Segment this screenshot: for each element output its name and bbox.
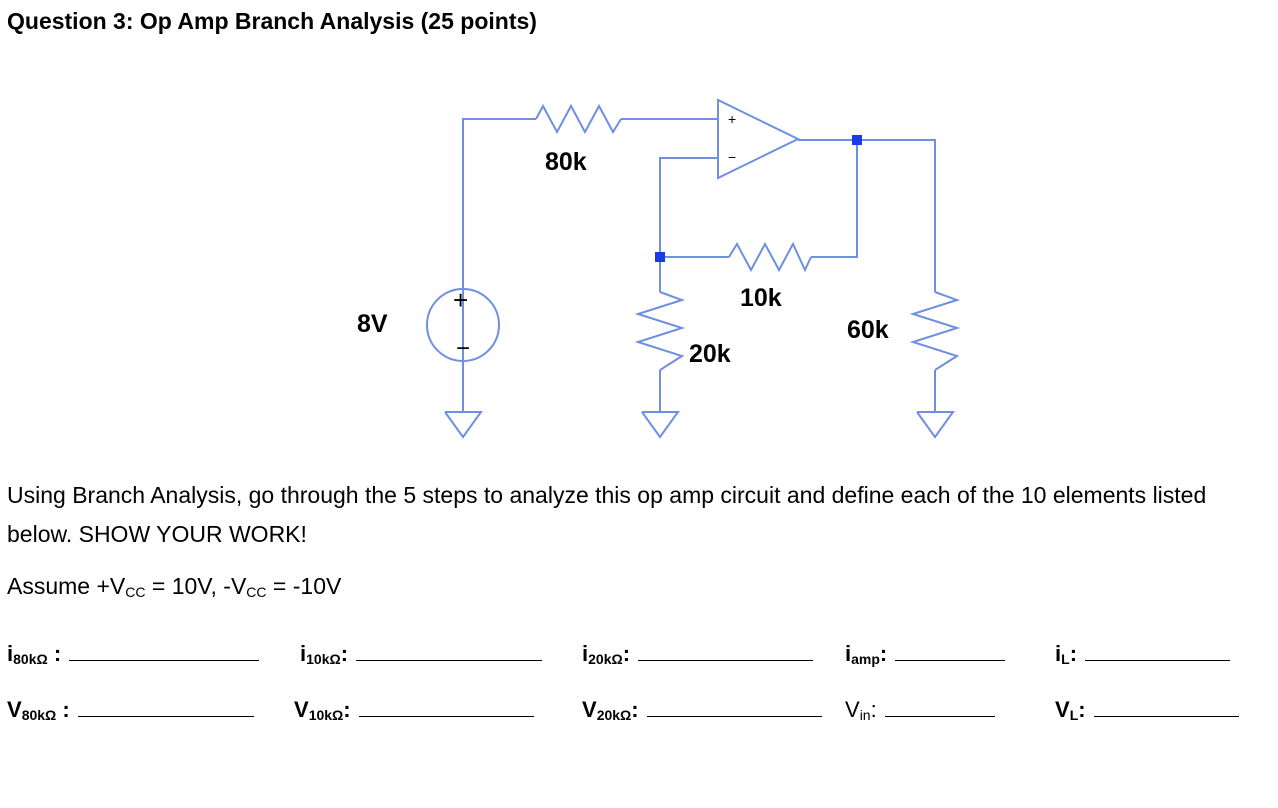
instructions-text: Using Branch Analysis, go through the 5 … (7, 482, 1207, 547)
resistor-60k (909, 291, 961, 371)
wire-output-to-r10 (811, 140, 858, 258)
answer-blank[interactable] (69, 640, 260, 661)
answer-blank[interactable] (638, 640, 814, 661)
current-80k-field: i80kΩ : (7, 640, 260, 667)
node-output (852, 135, 862, 145)
current-load-field: iL: (1055, 640, 1231, 667)
currents-row: i80kΩ : i10kΩ: i20kΩ: iamp: iL: (0, 640, 1278, 674)
wire-source-to-r80 (462, 118, 536, 358)
voltage-20k-field: V20kΩ: (582, 696, 822, 723)
answer-blank[interactable] (356, 640, 543, 661)
voltages-row: V80kΩ : V10kΩ: V20kΩ: Vin: VL: (0, 696, 1278, 730)
voltage-in-field: Vin: (845, 696, 995, 723)
voltage-10k-field: V10kΩ: (294, 696, 534, 723)
resistor-10k (728, 241, 812, 273)
op-amp-minus-sign: − (728, 149, 736, 165)
ground-icon (641, 411, 680, 439)
answer-blank[interactable] (77, 696, 254, 717)
answer-blank[interactable] (646, 696, 822, 717)
label-8v: 8V (357, 310, 388, 338)
answer-blank[interactable] (895, 640, 1006, 661)
ground-icon (444, 411, 483, 439)
source-minus-sign: − (456, 335, 470, 362)
label-60k: 60k (847, 316, 889, 344)
wire-output-to-r60 (798, 139, 936, 292)
ground-icon (916, 411, 955, 439)
current-amp-field: iamp: (845, 640, 1006, 667)
answer-blank[interactable] (1093, 696, 1239, 717)
label-80k: 80k (545, 148, 587, 176)
source-plus-sign: + (453, 285, 468, 315)
answer-blank[interactable] (358, 696, 534, 717)
assumption-text: Assume +VCC = 10V, -VCC = -10V (7, 573, 342, 600)
voltage-load-field: VL: (1055, 696, 1239, 723)
voltage-source-icon (426, 288, 500, 362)
voltage-80k-field: V80kΩ : (7, 696, 254, 723)
ground-icons (444, 411, 955, 439)
label-20k: 20k (689, 340, 731, 368)
circuit-wires (462, 118, 936, 412)
node-inverting (655, 252, 665, 262)
wire-minus-input-to-r20 (659, 157, 718, 292)
op-amp-triangle (717, 98, 801, 180)
question-title: Question 3: Op Amp Branch Analysis (25 p… (7, 8, 537, 34)
op-amp-circuit-diagram: + − + − 80k 10k 20k 60k 8V (357, 98, 961, 439)
current-10k-field: i10kΩ: (300, 640, 543, 667)
label-10k: 10k (740, 284, 782, 312)
resistor-80k (535, 103, 622, 135)
answer-blank[interactable] (1085, 640, 1231, 661)
answer-blank[interactable] (884, 696, 995, 717)
op-amp-plus-sign: + (728, 111, 736, 127)
current-20k-field: i20kΩ: (582, 640, 814, 667)
resistor-20k (634, 291, 686, 371)
